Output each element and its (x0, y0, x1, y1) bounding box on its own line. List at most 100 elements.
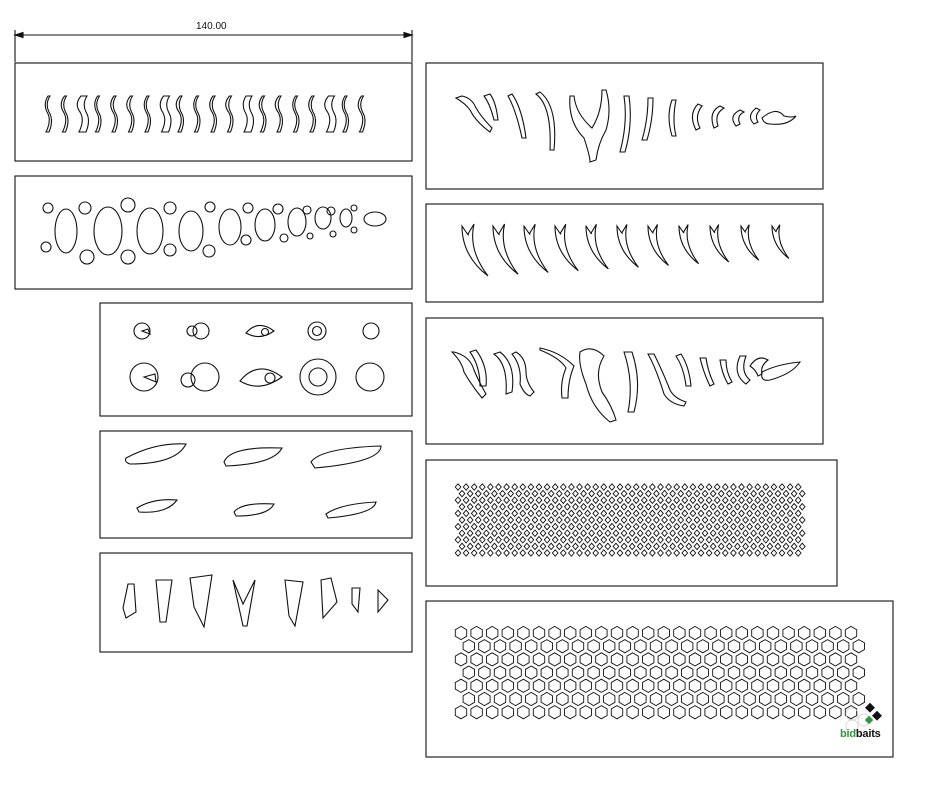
hexagon-cell (782, 678, 795, 693)
hexagon-cell (829, 652, 842, 667)
diamond-cell (547, 489, 555, 498)
diamond-cell (620, 529, 628, 538)
dot-shape (272, 203, 284, 215)
diamond-cell (572, 516, 579, 524)
diamond-cell (766, 542, 774, 551)
diamond-cell (559, 535, 567, 544)
hexagon-cell (751, 705, 764, 720)
diamond-cell (774, 489, 782, 498)
diamond-cell (653, 502, 660, 511)
diamond-cell (705, 535, 713, 544)
diamond-cell (519, 496, 527, 505)
diamond-cell (515, 542, 523, 551)
diamond-cell (474, 502, 482, 511)
diamond-cell (527, 483, 535, 491)
diamond-cell (563, 489, 571, 498)
hexagon-cell (486, 625, 499, 641)
diamond-cell (697, 549, 705, 557)
dot-shape (350, 226, 358, 234)
diamond-cell (782, 529, 790, 538)
diamond-cell (669, 502, 677, 511)
hexagon-cell (564, 678, 577, 693)
diamond-cell (555, 516, 563, 524)
diamond-cell (584, 522, 591, 531)
hexagon-cell (642, 678, 655, 693)
diamond-cell (738, 509, 745, 518)
hexagon-cell (509, 639, 522, 654)
diamond-cell (559, 522, 567, 531)
diamond-cell (657, 483, 664, 491)
diamond-cell (584, 496, 591, 505)
logo-text-part-1: bid (840, 728, 856, 740)
oval-shape (254, 208, 276, 242)
diamond-cell (527, 522, 535, 531)
stripe-shape (193, 95, 201, 133)
diamond-cell (584, 483, 591, 491)
dot-shape (350, 204, 358, 212)
diamond-cell (470, 509, 478, 518)
hexagon-cell (626, 652, 639, 667)
diamond-cell (762, 496, 770, 505)
hexagon-cell (454, 678, 468, 693)
hexagon-cell (805, 639, 819, 654)
hexagon-cell (805, 665, 819, 680)
diamond-cell (794, 496, 802, 505)
diamond-cell (616, 496, 624, 505)
diamond-cell (458, 502, 466, 511)
diamond-cell (608, 549, 616, 557)
hexagon-cell (540, 665, 553, 680)
diamond-cell (786, 509, 794, 518)
diamond-cell (709, 489, 717, 498)
diamond-cell (697, 509, 705, 518)
hexagon-cell (727, 691, 741, 707)
diamond-cell (474, 542, 482, 551)
diamond-cell (478, 496, 486, 505)
diamond-cell (746, 522, 753, 531)
logo-mark (864, 702, 882, 725)
diamond-cell (551, 483, 559, 491)
hexagon-cell (579, 705, 592, 720)
hexagon-cell (673, 625, 686, 641)
diamond-cell (454, 509, 462, 518)
diamond-cell (754, 483, 762, 491)
diamond-cell (762, 483, 770, 491)
diamond-cell (624, 483, 632, 491)
diamond-cell (478, 535, 486, 544)
diamond-cell (657, 496, 664, 505)
diamond-cell (665, 496, 672, 505)
diamond-cell (697, 483, 705, 491)
diamond-cell (661, 542, 668, 551)
oval-shape (339, 208, 353, 228)
diamond-cell (644, 542, 652, 551)
diamond-cell (661, 502, 668, 511)
hexagon-cell (774, 639, 787, 654)
diamond-cell (754, 549, 762, 557)
diamond-cell (762, 535, 770, 544)
hexagon-cell (790, 665, 803, 680)
diamond-cell (798, 516, 806, 524)
hexagon-cell (766, 678, 780, 693)
hexagon-cell (618, 639, 631, 654)
diamond-cell (523, 502, 531, 511)
diamond-cell (608, 509, 616, 518)
diamond-cell (750, 516, 758, 524)
hexagon-cell (852, 639, 865, 654)
diamond-cell (636, 529, 644, 538)
diamond-cell (624, 549, 632, 557)
diamond-cell (482, 529, 490, 538)
diamond-cell (612, 489, 620, 498)
hexagon-cell (743, 665, 756, 680)
stencil-tiger-stripes-small (425, 62, 824, 190)
hexagon-cell (727, 665, 741, 680)
diamond-cell (665, 522, 672, 531)
diamond-cell (738, 535, 745, 544)
diamond-cell (527, 496, 535, 505)
hexagon-cell (462, 665, 475, 680)
diamond-cell (600, 522, 608, 531)
diamond-cell (454, 522, 462, 531)
hexagon-cell (774, 665, 787, 680)
dot-shape (240, 234, 252, 246)
diamond-cell (677, 516, 685, 524)
diamond-cell (721, 549, 729, 557)
diamond-cell (568, 549, 575, 557)
